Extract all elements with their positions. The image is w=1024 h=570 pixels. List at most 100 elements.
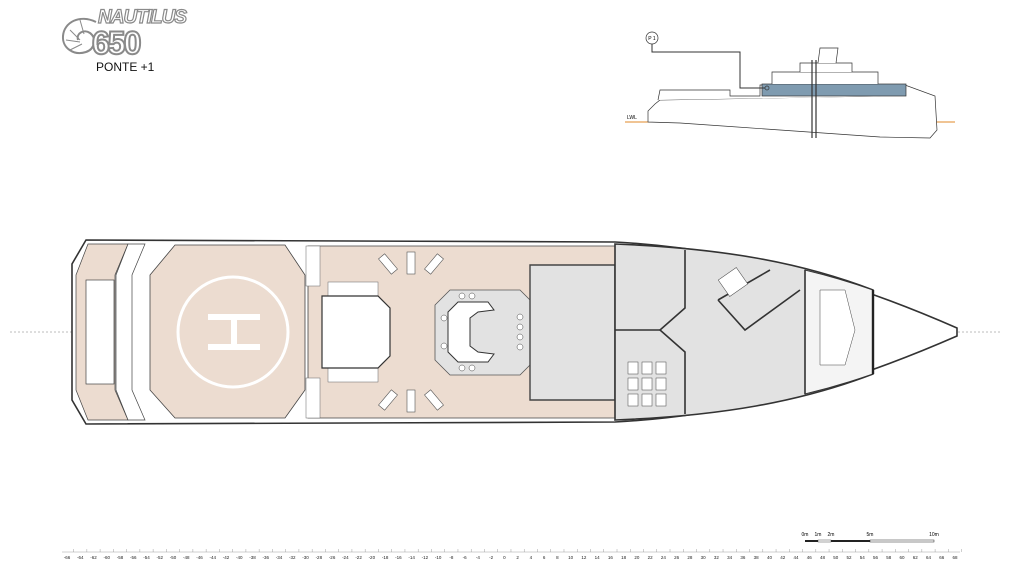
frame-label: 8 [556,555,559,560]
frame-label: 66 [939,555,945,560]
frame-label: 0 [503,555,506,560]
frame-label: 40 [767,555,773,560]
frame-label: 16 [608,555,614,560]
frame-label: -30 [302,555,309,560]
frame-label: -4 [476,555,480,560]
frame-label: -40 [236,555,243,560]
frame-label: -66 [64,555,71,560]
frame-label: -14 [408,555,415,560]
frame-label: -52 [157,555,164,560]
frame-label: -32 [289,555,296,560]
frame-label: 30 [701,555,707,560]
waterline-label: LWL [627,115,637,121]
callout-leader [651,44,766,89]
frame-label: 50 [833,555,839,560]
cabin-bunks [627,267,856,407]
frame-label: 52 [846,555,852,560]
frame-label: 42 [780,555,786,560]
profile-hull [647,84,938,139]
scale-label: 5m [867,532,874,538]
frame-label: 24 [661,555,667,560]
frame-label: 32 [714,555,720,560]
frame-label: 34 [727,555,733,560]
frame-label: 62 [913,555,919,560]
scale-label: 10m [929,532,939,538]
dining-table [447,301,495,363]
scale-label: 1m [815,532,822,538]
frame-label: 44 [793,555,799,560]
frame-label: -18 [382,555,389,560]
frame-label: 56 [873,555,879,560]
frame-label: 58 [886,555,892,560]
scale-bar [805,539,935,543]
frame-label: 12 [581,555,587,560]
sun-loungers [378,251,444,413]
interior-saloon [529,264,616,401]
frame-label: -48 [183,555,190,560]
frame-label: -54 [143,555,150,560]
frame-label: 60 [899,555,905,560]
frame-label: -34 [276,555,283,560]
dining-chairs [440,292,524,372]
frame-label: -64 [77,555,84,560]
frame-label: 36 [740,555,746,560]
frame-label: 4 [530,555,533,560]
callout-marker [764,85,770,91]
stern-platforms [75,243,146,421]
frame-label: 28 [687,555,693,560]
helideck [149,244,306,419]
frame-label: 48 [820,555,826,560]
frame-label: -62 [90,555,97,560]
frame-label: -20 [369,555,376,560]
callout-label: P 1 [648,36,656,42]
frame-label: 46 [807,555,813,560]
frame-label: -42 [223,555,230,560]
frame-label: 22 [648,555,654,560]
nautilus-shell-icon [61,17,97,54]
profile-highlighted-deck [761,83,907,97]
frame-label: -16 [395,555,402,560]
frame-label: -60 [104,555,111,560]
frame-label: 20 [634,555,640,560]
frame-label: -10 [435,555,442,560]
callout-bubble [645,31,659,45]
frame-label: -36 [263,555,270,560]
side-profile [625,31,955,139]
scale-label: 2m [828,532,835,538]
frame-label: -28 [316,555,323,560]
helipad-h-icon [208,314,260,350]
frame-label: 54 [860,555,866,560]
frame-label: 68 [952,555,958,560]
logo-wordmark: NAUTILUS [97,7,187,28]
frame-label: 26 [674,555,680,560]
frame-label: -8 [449,555,453,560]
frame-label: 2 [516,555,519,560]
frame-label: -6 [463,555,467,560]
frame-label: 38 [754,555,760,560]
logo-model-number: 650 [91,25,142,61]
helipad-circle [176,275,290,389]
profile-mast [817,47,839,64]
frame-label: -26 [329,555,336,560]
frame-label: -56 [130,555,137,560]
profile-top-deck [799,62,853,72]
frame-label: 64 [926,555,932,560]
frame-label: -50 [170,555,177,560]
frame-label: -2 [489,555,493,560]
frame-label: -46 [196,555,203,560]
deck-title: PONTE +1 [96,60,155,74]
frame-label: 18 [621,555,627,560]
frame-label: 10 [568,555,574,560]
pool [321,295,391,369]
profile-upper-deck [771,71,879,84]
frame-label: -38 [249,555,256,560]
frame-label: -22 [355,555,362,560]
frame-label: -44 [210,555,217,560]
stairs [305,245,379,419]
frame-label: -12 [422,555,429,560]
scale-label: 0m [802,532,809,538]
frame-label: -58 [117,555,124,560]
frame-label: -24 [342,555,349,560]
frame-label: 14 [595,555,601,560]
